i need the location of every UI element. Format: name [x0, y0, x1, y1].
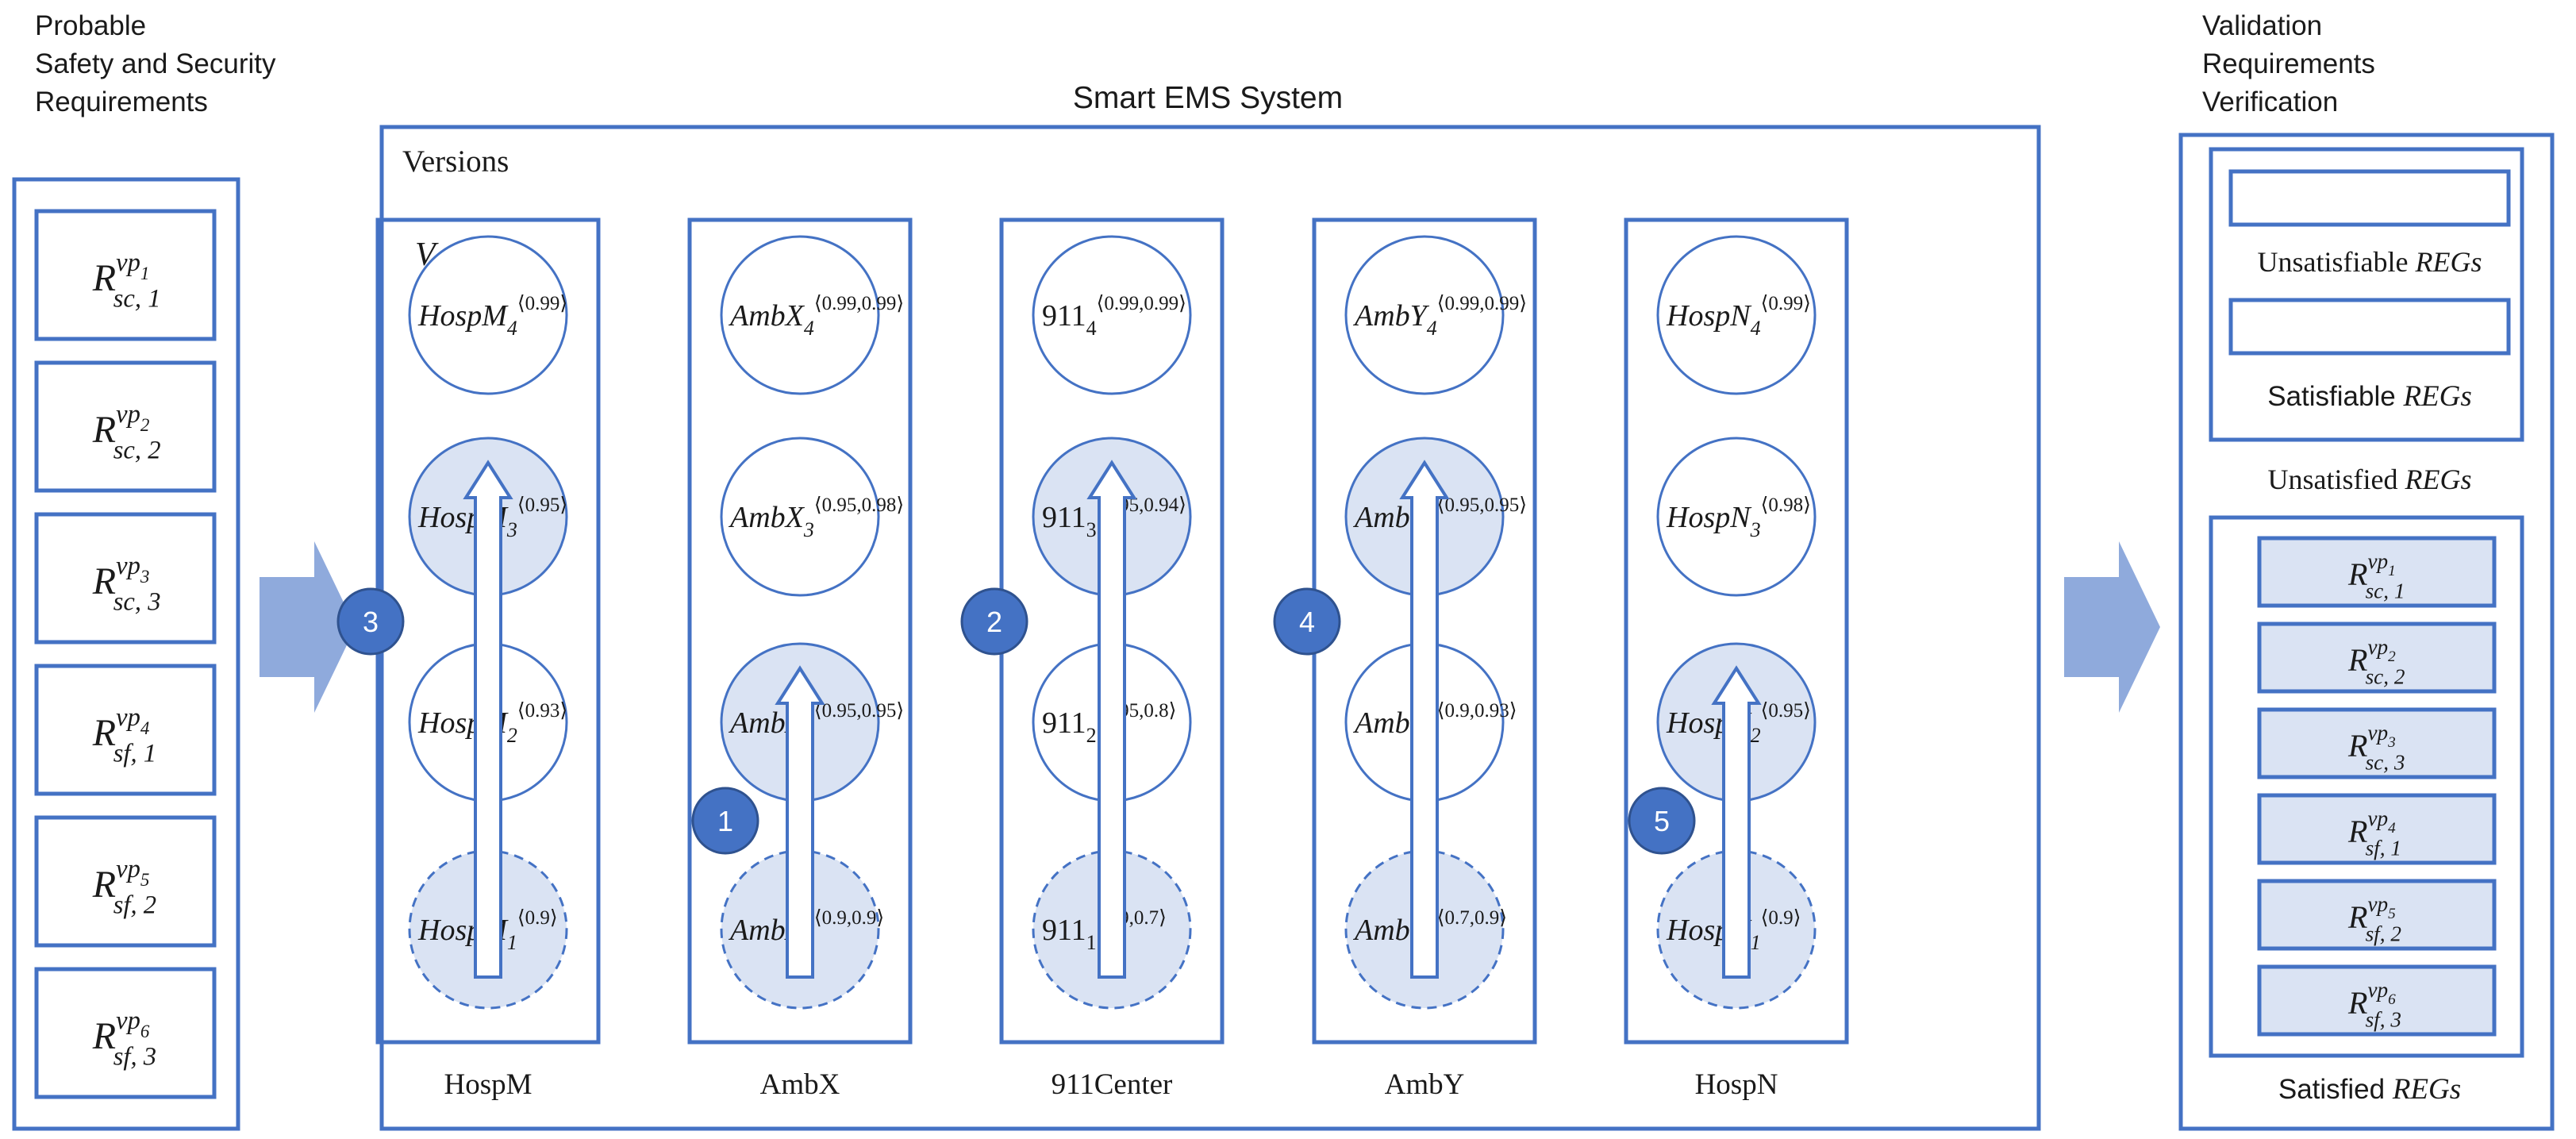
- version-node-plain: [720, 235, 880, 395]
- right-title-line-3: Verification: [2202, 87, 2338, 117]
- versions-label: Versions: [402, 144, 509, 179]
- left-title-line-3: Requirements: [35, 87, 208, 117]
- step-badge-number: 1: [717, 805, 733, 837]
- column-box: [1624, 217, 1849, 1045]
- step-badge-circle: [960, 587, 1028, 656]
- version-node-label: AmbX4⟨0.99,0.99⟩: [728, 293, 904, 340]
- version-node-plain: [720, 437, 880, 597]
- satisfied-box: [2209, 515, 2524, 1058]
- column-caption: AmbY: [1385, 1068, 1465, 1101]
- center-panel: Smart EMS System Versions Vn V2 V1 HospM…: [336, 81, 2041, 1131]
- version-node-plain: [1032, 235, 1192, 395]
- version-node-label: 9114⟨0.99,0.99⟩: [1042, 293, 1186, 340]
- step-badge-number: 5: [1654, 805, 1670, 837]
- right-panel: Validation Requirements Verification Uns…: [2178, 10, 2555, 1131]
- column-911center: 9111⟨0.9,0.7⟩9112⟨0.95,0.8⟩9113⟨0.95,0.9…: [960, 217, 1225, 1101]
- version-node-label: AmbY3⟨0.95,0.95⟩: [1352, 494, 1527, 541]
- flow-arrow-left: [260, 541, 356, 713]
- right-title-line-2: Requirements: [2202, 48, 2375, 79]
- column-caption: AmbX: [760, 1068, 840, 1101]
- upgrade-arrow: [463, 460, 513, 979]
- satisfied-requirement-box: [2257, 707, 2497, 779]
- step-badge-number: 2: [986, 606, 1002, 638]
- step-badge: 2: [960, 587, 1028, 656]
- satisfied-requirement-box: [2257, 793, 2497, 865]
- version-node-plain: [1656, 235, 1817, 395]
- left-panel: Probable Safety and Security Requirement…: [12, 10, 276, 1131]
- left-title-line-2: Safety and Security: [35, 48, 276, 79]
- requirement-box: [34, 360, 217, 493]
- verification-box: [2178, 133, 2555, 1131]
- version-node-plain: [408, 235, 568, 395]
- step-badge: 3: [336, 587, 405, 656]
- upgrade-arrow: [1086, 460, 1137, 979]
- unsatisfiable-slot: [2228, 169, 2511, 227]
- satisfied-requirement-box: [2257, 621, 2497, 694]
- upgrade-arrow: [775, 665, 825, 979]
- upgrade-arrow: [1711, 665, 1762, 979]
- version-node-label: HospM4⟨0.99⟩: [417, 293, 567, 340]
- column-box: [687, 217, 913, 1045]
- component-columns: HospM1⟨0.9⟩HospM2⟨0.93⟩HospM3⟨0.95⟩HospM…: [336, 217, 1849, 1101]
- column-hospn: HospN1⟨0.9⟩HospN2⟨0.95⟩HospN3⟨0.98⟩HospN…: [1624, 217, 1849, 1101]
- column-caption: HospN: [1695, 1068, 1778, 1101]
- left-requirements-box: [12, 177, 240, 1131]
- step-badge: 4: [1273, 587, 1341, 656]
- left-title-line-1: Probable: [35, 10, 146, 41]
- version-node-plain: [1656, 437, 1817, 597]
- column-hospm: HospM1⟨0.9⟩HospM2⟨0.93⟩HospM3⟨0.95⟩HospM…: [336, 217, 601, 1101]
- requirement-box: [34, 512, 217, 645]
- version-node-label: AmbY4⟨0.99,0.99⟩: [1352, 293, 1527, 340]
- step-badge: 5: [1628, 787, 1696, 855]
- satisfied-requirement-box: [2257, 964, 2497, 1037]
- step-badge-number: 4: [1299, 606, 1315, 638]
- step-badge: 1: [691, 787, 759, 855]
- version-node-plain: [1344, 235, 1505, 395]
- requirement-box: [34, 967, 217, 1099]
- satisfied-label: Satisfied REGs: [2278, 1073, 2461, 1106]
- requirement-box: [34, 209, 217, 341]
- unsatisfied-box: [2209, 147, 2524, 442]
- requirement-box: [34, 815, 217, 948]
- step-badge-circle: [1628, 787, 1696, 855]
- unsatisfied-label: Unsatisfied REGs: [2268, 464, 2472, 495]
- satisfied-requirement-box: [2257, 536, 2497, 608]
- step-badge-circle: [1273, 587, 1341, 656]
- satisfiable-label: Satisfiable REGs: [2267, 380, 2472, 413]
- column-caption: 911Center: [1052, 1068, 1173, 1101]
- satisfied-requirement-box: [2257, 879, 2497, 951]
- version-node-label: HospN4⟨0.99⟩: [1666, 293, 1811, 340]
- requirement-box: [34, 664, 217, 796]
- unsatisfiable-label: Unsatisfiable REGs: [2258, 246, 2482, 278]
- upgrade-arrow: [1399, 460, 1450, 979]
- version-node-label: HospN3⟨0.98⟩: [1666, 494, 1811, 541]
- column-amby: AmbY1⟨0.7,0.9⟩AmbY2⟨0.9,0.93⟩AmbY3⟨0.95,…: [1273, 217, 1537, 1101]
- right-title-line-1: Validation: [2202, 10, 2322, 41]
- system-title: Smart EMS System: [1073, 81, 1343, 115]
- step-badge-number: 3: [363, 606, 379, 638]
- step-badge-circle: [691, 787, 759, 855]
- column-ambx: AmbX1⟨0.9,0.9⟩AmbX2⟨0.95,0.95⟩AmbX3⟨0.95…: [687, 217, 913, 1101]
- flow-arrow-right: [2064, 541, 2160, 713]
- version-node-label: AmbX3⟨0.95,0.98⟩: [728, 494, 904, 541]
- step-badge-circle: [336, 587, 405, 656]
- column-caption: HospM: [444, 1068, 532, 1101]
- satisfiable-slot: [2228, 298, 2511, 356]
